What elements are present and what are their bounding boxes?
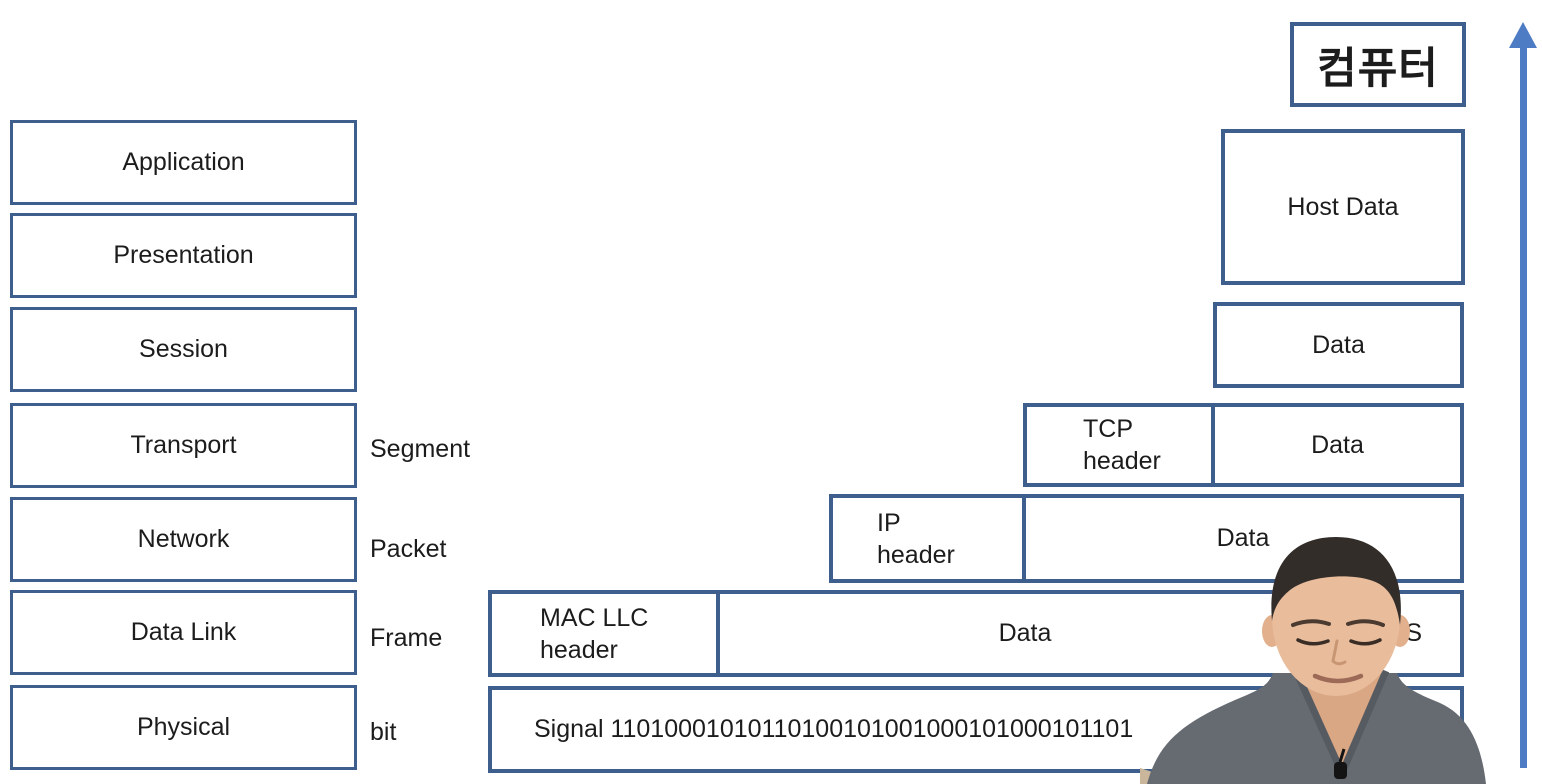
- osi-layer-label: Data Link: [130, 618, 237, 646]
- osi-layer-label: Application: [122, 148, 245, 176]
- tcp-header-line1: TCP: [1083, 415, 1133, 443]
- ip-data-label: Data: [1216, 524, 1270, 552]
- presenter-nose: [1331, 639, 1347, 666]
- presenter-eye-right: [1349, 638, 1382, 646]
- pdu-label-packet: Packet: [370, 535, 447, 563]
- osi-layer-label: Transport: [130, 431, 237, 459]
- host-data-box: Host Data: [1221, 129, 1465, 285]
- osi-layer-datalink: Data Link: [10, 590, 357, 675]
- mac-header-cell: MAC LLC header: [488, 590, 720, 677]
- lapel-mic-clip: [1338, 748, 1346, 763]
- tcp-header-cell: TCP header: [1023, 403, 1215, 487]
- upward-arrow-line: [1520, 46, 1527, 768]
- frame-data-cell: Data: [716, 590, 1334, 677]
- pdu-label-segment: Segment: [370, 435, 471, 463]
- ip-header-cell: IP header: [829, 494, 1026, 583]
- presenter-shirt: [1147, 673, 1486, 784]
- osi-layer-label: Session: [139, 335, 228, 363]
- osi-layer-transport: Transport: [10, 403, 357, 488]
- computer-title-label: 컴퓨터: [1317, 44, 1439, 93]
- osi-layer-application: Application: [10, 120, 357, 205]
- session-data-box: Data: [1213, 302, 1464, 388]
- mac-header-line1: MAC LLC: [540, 603, 649, 632]
- presenter-mouth: [1312, 673, 1364, 684]
- pdu-label-bit: bit: [370, 718, 397, 746]
- presenter-eye-left: [1296, 638, 1330, 646]
- frame-data-label: Data: [998, 619, 1052, 647]
- osi-layer-label: Presentation: [113, 241, 254, 269]
- lapel-mic: [1334, 762, 1347, 779]
- pdu-label-frame: Frame: [370, 624, 443, 652]
- tcp-data-cell: Data: [1211, 403, 1464, 487]
- ip-data-cell: Data: [1022, 494, 1464, 583]
- osi-layer-presentation: Presentation: [10, 213, 357, 298]
- presenter-webcam-overlay: [1140, 537, 1486, 784]
- signal-label: Signal 110100010101101001010010001010001…: [534, 715, 1134, 743]
- computer-title-box: 컴퓨터: [1290, 22, 1466, 107]
- osi-layer-physical: Physical: [10, 685, 357, 770]
- upward-arrow-head-icon: [1509, 22, 1537, 48]
- tcp-header-line2: header: [1083, 447, 1161, 475]
- session-data-label: Data: [1312, 330, 1365, 359]
- presenter-eyebrow-right: [1346, 619, 1385, 627]
- osi-layer-label: Network: [137, 525, 230, 553]
- ip-header-line2: header: [877, 540, 955, 569]
- host-data-label: Host Data: [1287, 192, 1399, 221]
- presenter-eyebrow-left: [1291, 619, 1331, 627]
- presenter-neck-skin: [1298, 673, 1384, 773]
- osi-layer-label: Physical: [136, 713, 231, 741]
- osi-layer-session: Session: [10, 307, 357, 392]
- tcp-data-label: Data: [1311, 430, 1364, 459]
- mac-header-line2: header: [540, 635, 618, 664]
- presenter-collar: [1292, 669, 1390, 775]
- osi-layer-network: Network: [10, 497, 357, 582]
- presenter-hair: [1271, 537, 1401, 625]
- ip-header-line1: IP: [877, 508, 901, 537]
